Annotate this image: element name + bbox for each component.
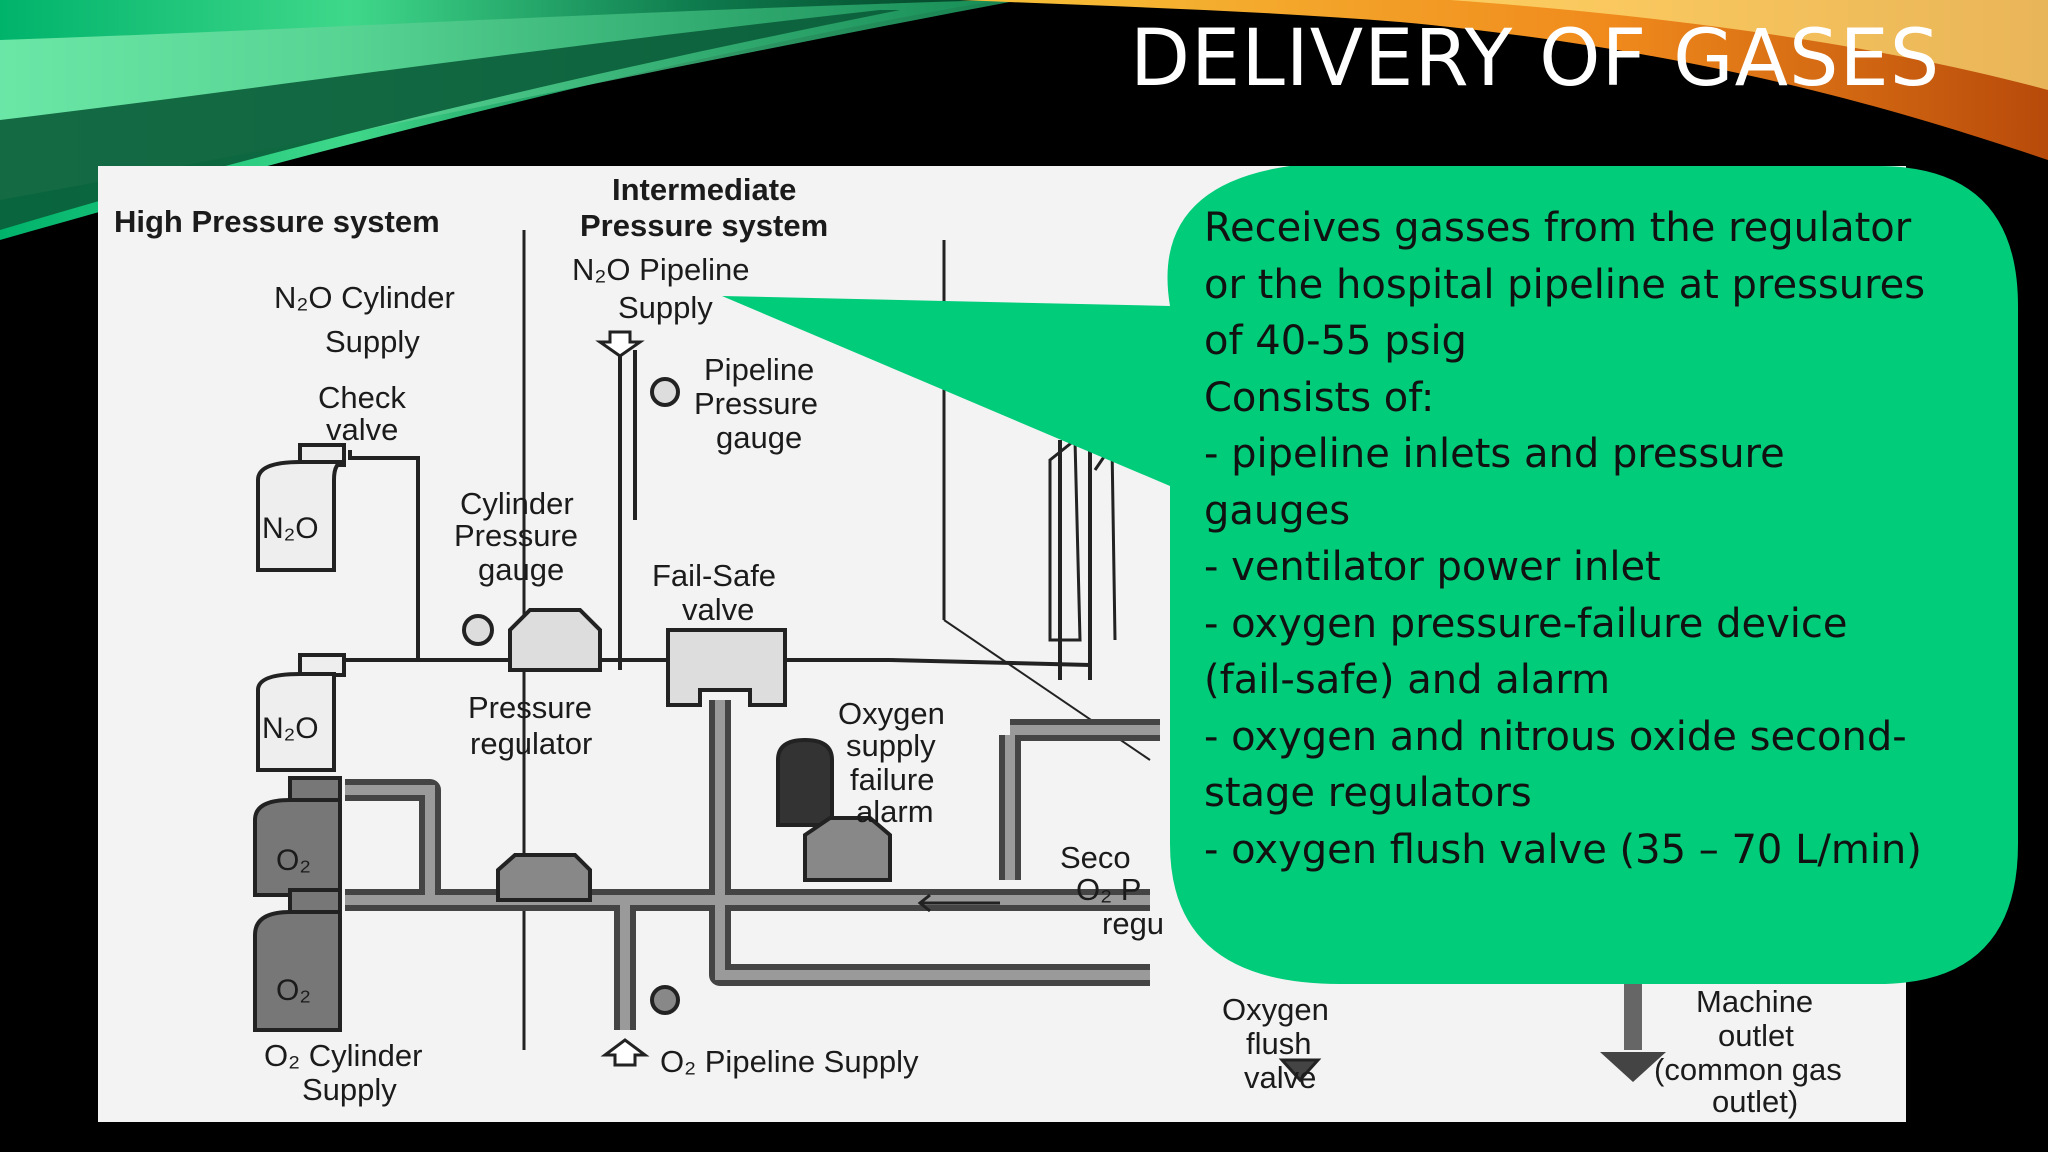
label-check-valve: Check bbox=[318, 380, 406, 415]
label-o2-alarm-2: supply bbox=[846, 728, 936, 763]
callout-line: - oxygen pressure-failure device bbox=[1204, 600, 1848, 647]
label-o2-cylinder-supply-2: Supply bbox=[302, 1072, 397, 1107]
heading-intermediate-2: Pressure system bbox=[580, 208, 828, 243]
o2-cylinder-bottom bbox=[253, 888, 342, 1032]
callout-line: Consists of: bbox=[1204, 374, 1435, 421]
label-cylinder-gauge-2: Pressure bbox=[454, 518, 578, 553]
callout-line: (fail-safe) and alarm bbox=[1204, 657, 1611, 703]
o2-pipeline-gauge bbox=[650, 985, 680, 1015]
label-n2o-pipeline: N₂O Pipeline bbox=[572, 252, 749, 287]
callout-line: gauges bbox=[1204, 487, 1351, 534]
callout-line: - ventilator power inlet bbox=[1204, 544, 1661, 590]
label-machine-outlet-2: outlet bbox=[1718, 1018, 1794, 1053]
label-machine-outlet: Machine bbox=[1696, 984, 1813, 1019]
label-pipeline-gauge-3: gauge bbox=[716, 420, 802, 455]
label-pipeline-gauge: Pipeline bbox=[704, 352, 814, 387]
label-o2-flush-2: flush bbox=[1246, 1026, 1311, 1061]
label-o2-alarm-3: failure bbox=[850, 762, 934, 797]
label-check-valve-2: valve bbox=[326, 412, 398, 447]
label-pressure-regulator: Pressure bbox=[468, 690, 592, 725]
label-machine-outlet-3: (common gas bbox=[1654, 1052, 1842, 1087]
label-pressure-regulator-2: regulator bbox=[470, 726, 592, 761]
callout-line: Receives gasses from the regulator bbox=[1204, 205, 1912, 251]
label-fail-safe-2: valve bbox=[682, 592, 754, 627]
cylinder-label-o2-top: O₂ bbox=[276, 844, 311, 877]
heading-intermediate-1: Intermediate bbox=[612, 172, 796, 207]
label-o2-flush-3: valve bbox=[1244, 1060, 1316, 1095]
cylinder-label-n2o-bottom: N₂O bbox=[262, 712, 319, 745]
label-fail-safe: Fail-Safe bbox=[652, 558, 776, 593]
label-second-stage-2: O₂ P bbox=[1076, 872, 1141, 907]
label-n2o-cylinder-supply: N₂O Cylinder bbox=[274, 280, 455, 315]
heading-high-pressure: High Pressure system bbox=[114, 204, 440, 239]
cylinder-label-o2-bottom: O₂ bbox=[276, 974, 311, 1007]
callout-line: - oxygen flush valve (35 – 70 L/min) bbox=[1204, 826, 1922, 873]
callout-line: or the hospital pipeline at pressures bbox=[1204, 261, 1926, 308]
label-n2o-cylinder-supply-2: Supply bbox=[325, 324, 420, 359]
callout-line: - pipeline inlets and pressure bbox=[1204, 431, 1785, 477]
label-o2-alarm: Oxygen bbox=[838, 696, 945, 731]
cylinder-label-n2o-top: N₂O bbox=[262, 512, 319, 545]
label-pipeline-gauge-2: Pressure bbox=[694, 386, 818, 421]
callout-line: - oxygen and nitrous oxide second- bbox=[1204, 713, 1907, 760]
callout-line: of 40-55 psig bbox=[1204, 318, 1467, 364]
label-second-stage-3: regu bbox=[1102, 906, 1164, 941]
n2o-cylinder-bottom bbox=[256, 653, 346, 772]
o2-pressure-regulator bbox=[496, 853, 592, 902]
pressure-regulator-n2o bbox=[508, 608, 602, 672]
slide-title: DELIVERY OF GASES bbox=[1130, 14, 1941, 104]
o2-cylinder-top bbox=[253, 776, 342, 897]
label-o2-alarm-4: alarm bbox=[856, 794, 934, 829]
label-o2-flush: Oxygen bbox=[1222, 992, 1329, 1027]
label-o2-cylinder-supply: O₂ Cylinder bbox=[264, 1038, 422, 1073]
label-cylinder-gauge-3: gauge bbox=[478, 552, 564, 587]
label-second-stage: Seco bbox=[1060, 840, 1131, 875]
pipeline-pressure-gauge bbox=[650, 377, 680, 407]
label-machine-outlet-4: outlet) bbox=[1712, 1084, 1798, 1119]
n2o-cylinder-top bbox=[256, 443, 346, 572]
header-decoration bbox=[0, 0, 2048, 240]
callout-text: Receives gasses from the regulator or th… bbox=[1204, 200, 2004, 878]
cylinder-pressure-gauge bbox=[462, 614, 494, 646]
label-n2o-pipeline-2: Supply bbox=[618, 290, 713, 325]
o2-alarm bbox=[776, 737, 834, 827]
label-o2-pipeline-supply: O₂ Pipeline Supply bbox=[660, 1044, 919, 1079]
callout-line: stage regulators bbox=[1204, 770, 1532, 816]
label-cylinder-gauge: Cylinder bbox=[460, 486, 574, 521]
